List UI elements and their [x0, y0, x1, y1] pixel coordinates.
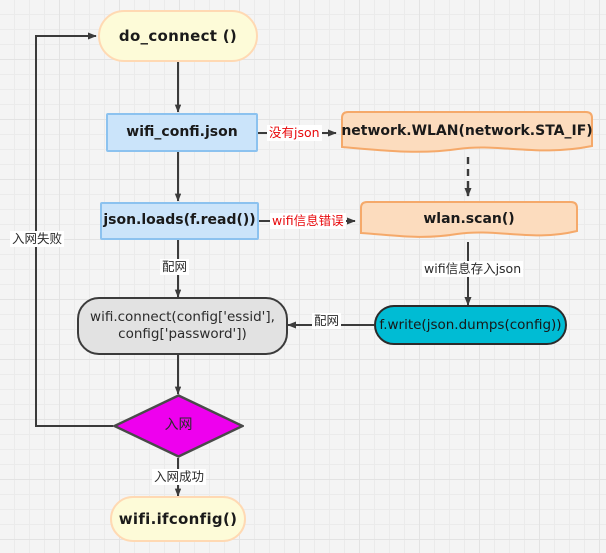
edge-label-peiwang-right: 配网	[312, 313, 342, 330]
edge-label-peiwang-top: 配网	[160, 259, 190, 276]
node-wifi-connect[interactable]: wifi.connect(config['essid'], config['pa…	[77, 297, 288, 355]
node-wifi-connect-label-line1: wifi.connect(config['essid'],	[90, 309, 275, 326]
edge-label-join-success: 入网成功	[152, 469, 207, 486]
node-network-wlan-shape	[341, 111, 593, 153]
node-wifi-ifconfig[interactable]: wifi.ifconfig()	[110, 496, 246, 542]
node-decision-join-network[interactable]: 入网	[113, 394, 244, 458]
node-decision-label: 入网	[164, 417, 193, 434]
node-wlan-scan[interactable]: wlan.scan()	[357, 200, 581, 242]
node-wlan-scan-shape	[360, 201, 578, 238]
edge-label-no-json: 没有json	[267, 125, 322, 142]
node-do-connect[interactable]: do_connect ()	[98, 10, 258, 62]
node-decision-shape	[113, 394, 244, 458]
edge-label-join-fail: 入网失败	[10, 231, 65, 248]
node-f-write[interactable]: f.write(json.dumps(config))	[374, 305, 567, 345]
node-json-loads[interactable]: json.loads(f.read())	[100, 202, 259, 240]
node-wifi-connect-label-line2: config['password'])	[118, 326, 247, 342]
edge-label-save-json: wifi信息存入json	[422, 261, 524, 278]
node-f-write-label: f.write(json.dumps(config))	[379, 316, 562, 333]
node-json-loads-label: json.loads(f.read())	[103, 212, 256, 229]
node-wifi-confi-json-label: wifi_confi.json	[126, 123, 238, 140]
node-network-wlan[interactable]: network.WLAN(network.STA_IF)	[338, 110, 596, 157]
node-wifi-ifconfig-label: wifi.ifconfig()	[118, 509, 238, 528]
edge-label-wifi-info-error: wifi信息错误	[270, 213, 346, 230]
node-do-connect-label: do_connect ()	[118, 26, 238, 45]
node-wifi-confi-json[interactable]: wifi_confi.json	[106, 113, 258, 152]
node-network-wlan-label: network.WLAN(network.STA_IF)	[341, 123, 593, 140]
node-wlan-scan-label: wlan.scan()	[423, 210, 515, 227]
